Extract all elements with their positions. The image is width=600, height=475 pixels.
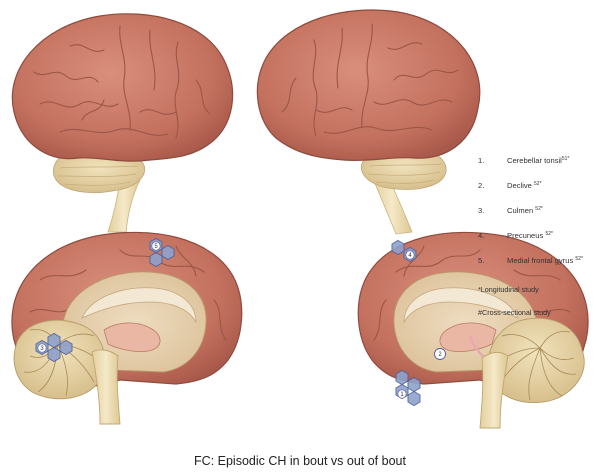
legend-item-cerebellar-tonsil: 1.Cerebellar tonsil51* (478, 156, 570, 165)
marker-label-1: 1 (400, 392, 404, 398)
brain-lateral-right (256, 9, 481, 235)
marker-label-4: 4 (408, 253, 412, 259)
legend-item-precuneus: 4.Precuneus 52* (478, 231, 553, 240)
marker-label-3: 3 (40, 346, 44, 352)
marker-label-2: 2 (438, 352, 442, 358)
marker-medial-frontal-gyrus: 5 (149, 237, 175, 268)
marker-cerebellar-tonsil: 1 (395, 369, 421, 407)
legend-item-declive: 2.Declive 52* (478, 181, 542, 190)
marker-label-5: 5 (154, 244, 158, 250)
brain-lateral-left (11, 13, 234, 233)
legend-note-cross-sectional: #Cross-sectional study (478, 308, 551, 317)
legend-item-culmen: 3.Culmen 52* (478, 206, 543, 215)
brain-medial-left (11, 231, 243, 425)
marker-precuneus: 4 (391, 239, 417, 263)
marker-declive: 2 (434, 348, 446, 360)
brain-medial-right (357, 231, 589, 429)
legend-note-longitudinal: *Longitudinal study (478, 285, 539, 294)
legend-item-medial-frontal-gyrus: 5.Medial frontal gyrus 52* (478, 256, 583, 265)
figure-caption: FC: Episodic CH in bout vs out of bout (194, 454, 406, 468)
marker-culmen: 3 (35, 332, 73, 363)
